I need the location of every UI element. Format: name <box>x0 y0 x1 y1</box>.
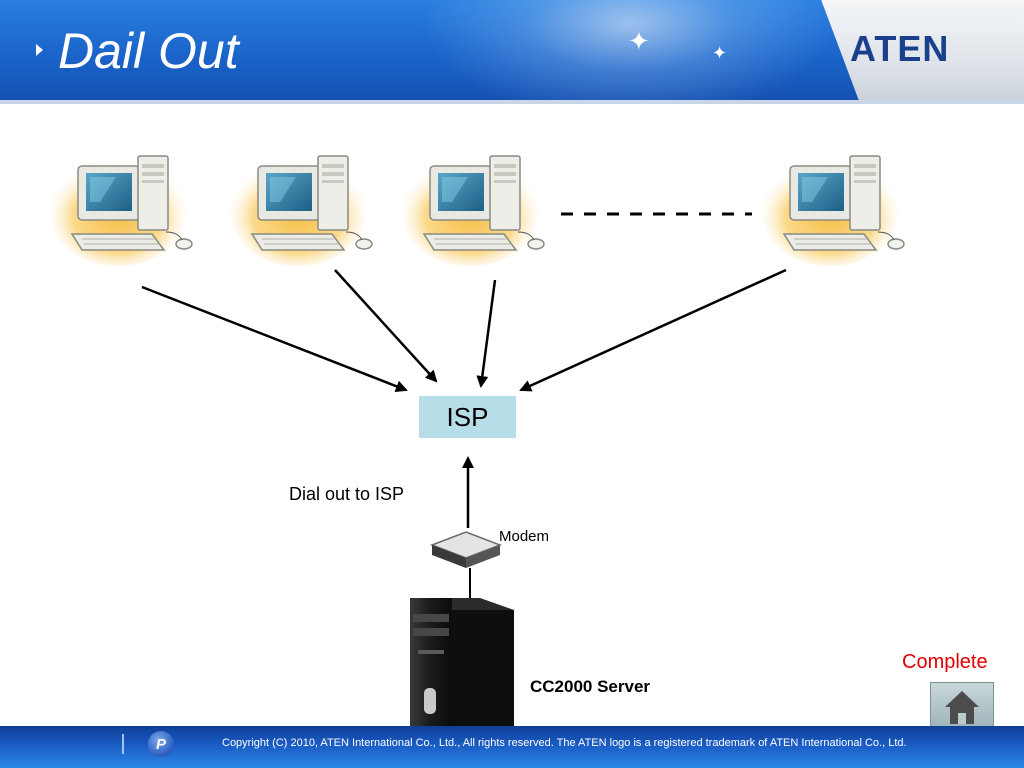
modem-icon <box>429 531 503 568</box>
server-tower-icon <box>410 598 514 744</box>
slide-title: Dail Out <box>58 23 239 79</box>
isp-box: ISP <box>419 396 516 438</box>
footer-p-badge: P <box>148 731 174 757</box>
sparkle-icon: ✦ <box>712 43 728 63</box>
title-bullet-icon <box>36 44 43 56</box>
modem-label: Modem <box>499 528 550 545</box>
aten-logo: ATEN <box>850 28 950 69</box>
complete-link[interactable]: Complete <box>902 651 988 673</box>
header-banner: ✦ ✦ <box>0 0 1024 104</box>
header-divider <box>0 100 1024 104</box>
header-silver-panel <box>821 0 1024 104</box>
arrow-to-isp <box>476 279 497 388</box>
arrow-to-isp <box>334 269 438 383</box>
dial-out-label: Dial out to ISP <box>289 484 405 504</box>
copyright-text: Copyright (C) 2010, ATEN International C… <box>222 737 907 749</box>
client-computer-icon <box>761 155 905 267</box>
client-computer-icon <box>49 155 193 267</box>
client-computer-icon <box>229 155 373 267</box>
footer-separator <box>122 734 124 754</box>
home-button[interactable] <box>930 682 994 732</box>
header-glow <box>420 0 840 104</box>
home-icon <box>945 691 979 724</box>
arrow-to-isp <box>141 285 408 392</box>
server-label: CC2000 Server <box>530 677 651 696</box>
client-computer-icon <box>401 155 545 267</box>
sparkle-icon: ✦ <box>628 26 650 56</box>
arrow-to-isp <box>519 268 787 392</box>
